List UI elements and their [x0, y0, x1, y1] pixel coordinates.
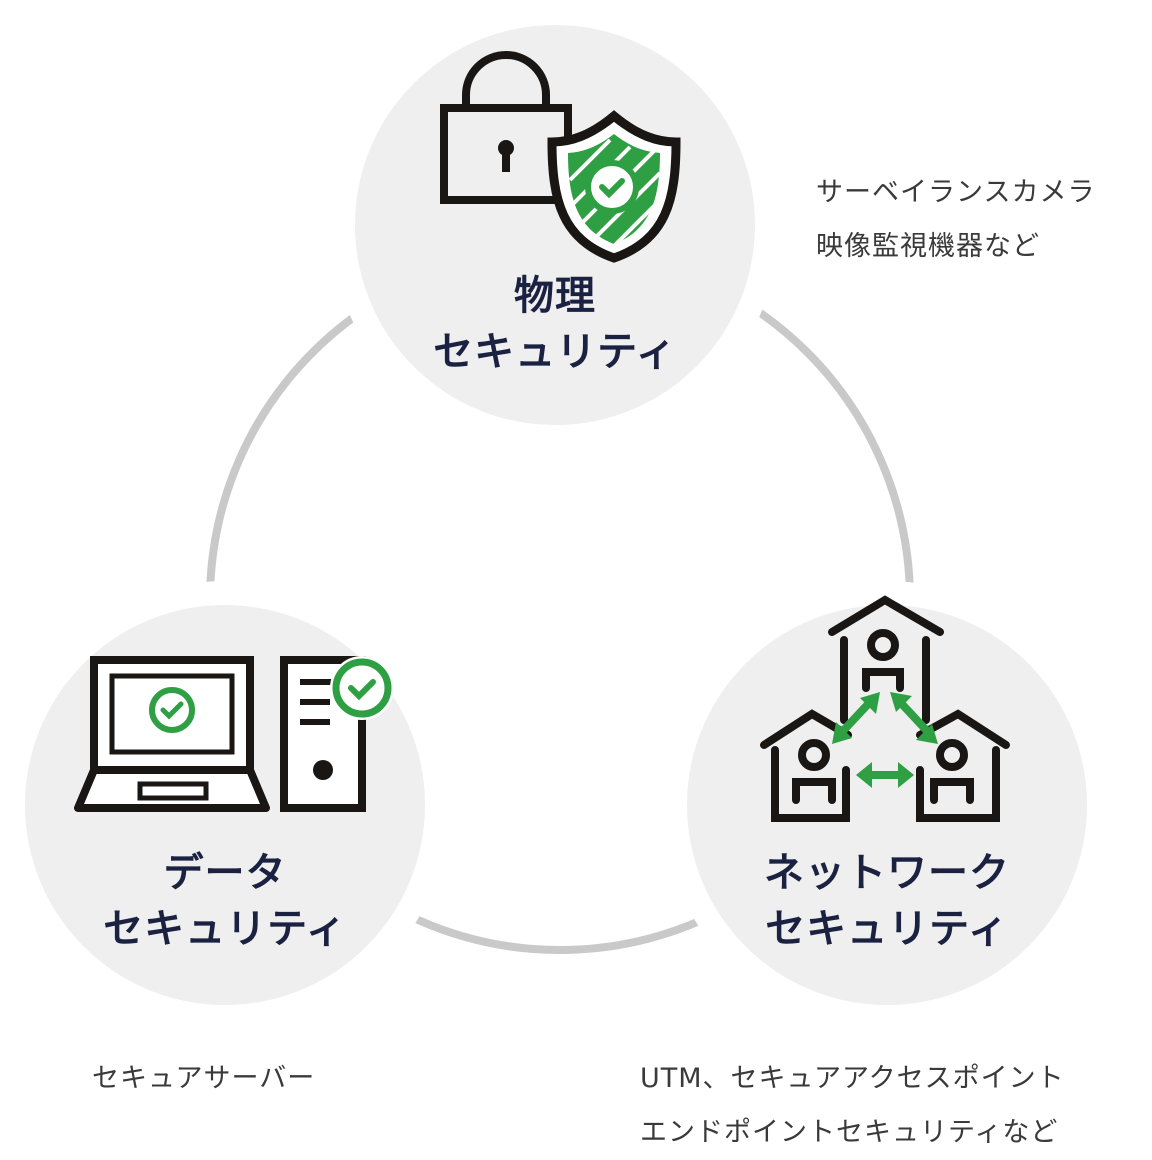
note-line: サーベイランスカメラ	[816, 177, 1096, 208]
network-houses-icon	[760, 595, 1010, 822]
title-line: データ	[163, 850, 287, 896]
data-security-examples: セキュアサーバー	[92, 1052, 315, 1106]
bidirectional-arrows-icon	[832, 692, 938, 788]
note-line: セキュアサーバー	[92, 1063, 316, 1094]
title-line: セキュリティ	[765, 906, 1009, 952]
note-line: UTM、セキュアアクセスポイント	[640, 1063, 1065, 1094]
network-security-title: ネットワーク セキュリティ	[687, 845, 1087, 957]
note-line: 映像監視機器など	[816, 231, 1040, 262]
network-security-circle	[663, 581, 1111, 1029]
server-tower-icon	[280, 656, 394, 812]
laptop-icon	[74, 656, 270, 812]
note-line: エンドポイントセキュリティなど	[640, 1117, 1059, 1148]
data-security-title: データ セキュリティ	[25, 845, 425, 957]
title-line: セキュリティ	[103, 906, 347, 952]
shield-check-icon	[547, 110, 681, 263]
title-line: セキュリティ	[433, 329, 677, 375]
physical-security-examples: サーベイランスカメラ 映像監視機器など	[816, 166, 1095, 274]
padlock-icon	[440, 51, 572, 204]
network-security-examples: UTM、セキュアアクセスポイント エンドポイントセキュリティなど	[640, 1052, 1065, 1160]
title-line: ネットワーク	[764, 850, 1010, 896]
physical-security-title: 物理 セキュリティ	[355, 268, 755, 380]
title-line: 物理	[514, 273, 596, 319]
